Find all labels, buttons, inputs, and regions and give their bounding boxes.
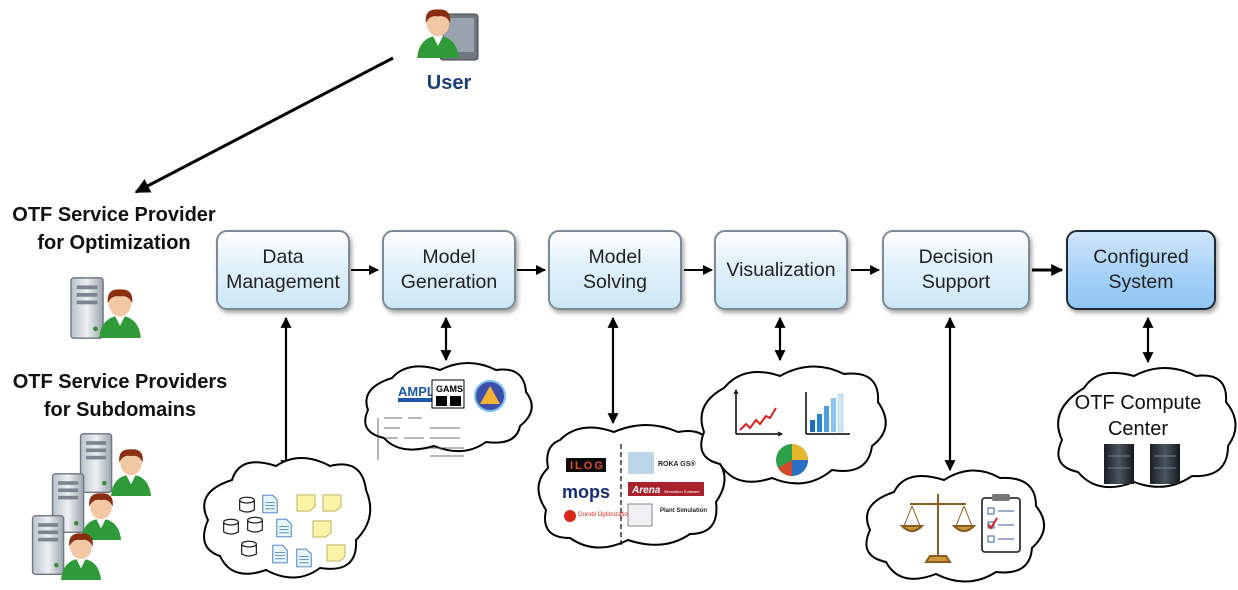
svg-text:ILOG: ILOG <box>570 460 605 472</box>
user-to-provider-arrow <box>134 56 394 194</box>
vertical-arrows <box>280 316 1154 472</box>
gurobi-logo: Gurobi Optimization <box>578 512 631 518</box>
modeling-cloud: AMPL GAMS <box>364 362 533 460</box>
ilog-logo: ILOG <box>566 458 606 472</box>
stage-model-generation[interactable]: Model Generation <box>382 230 516 310</box>
stage-label: Configured System <box>1093 246 1189 293</box>
optimization-provider-label: OTF Service Provider for Optimization <box>12 204 216 254</box>
gams-logo: GAMS <box>436 384 463 394</box>
stage-label: Model Solving <box>583 246 647 293</box>
visualization-cloud <box>700 365 887 485</box>
optimization-provider-icon <box>70 277 141 339</box>
data-cloud <box>203 457 372 579</box>
stage-decision-support[interactable]: Decision Support <box>882 230 1030 310</box>
stage-label: Data Management <box>226 246 340 293</box>
roka-logo: ROKA GS® <box>658 460 696 468</box>
svg-text:Arena: Arena <box>631 485 661 496</box>
plant-sim-logo: Plant Simulation <box>660 508 707 514</box>
user-icon <box>417 9 479 61</box>
subdomain-providers-label: OTF Service Providers for Subdomains <box>12 371 228 421</box>
solvers-cloud: ILOG mops Gurobi Optimization ROKA GS® A… <box>537 424 726 549</box>
checklist-icon <box>981 494 1021 553</box>
scales-icon <box>899 494 977 563</box>
bar-chart-icon <box>805 392 850 435</box>
stage-label: Visualization <box>726 258 836 281</box>
user-label: User <box>426 72 472 94</box>
stage-configured-system[interactable]: Configured System <box>1066 230 1216 310</box>
pie-chart-icon <box>776 444 808 477</box>
line-chart-icon <box>733 388 784 437</box>
stage-label: Decision Support <box>918 246 994 293</box>
stage-data-management[interactable]: Data Management <box>216 230 350 310</box>
svg-text:Simulation Software: Simulation Software <box>664 489 700 494</box>
compute-cloud <box>1057 367 1237 489</box>
ampl-logo: AMPL <box>398 384 435 399</box>
stage-model-solving[interactable]: Model Solving <box>548 230 682 310</box>
server-rack-icon <box>1104 444 1180 484</box>
subdomain-providers-icon <box>31 433 151 580</box>
stage-visualization[interactable]: Visualization <box>714 230 848 310</box>
compute-center-label: OTF Compute Center <box>1074 392 1202 440</box>
decision-cloud <box>865 469 1045 583</box>
stage-label: Model Generation <box>400 246 498 293</box>
arena-logo <box>628 482 704 496</box>
mops-logo: mops <box>562 482 610 502</box>
